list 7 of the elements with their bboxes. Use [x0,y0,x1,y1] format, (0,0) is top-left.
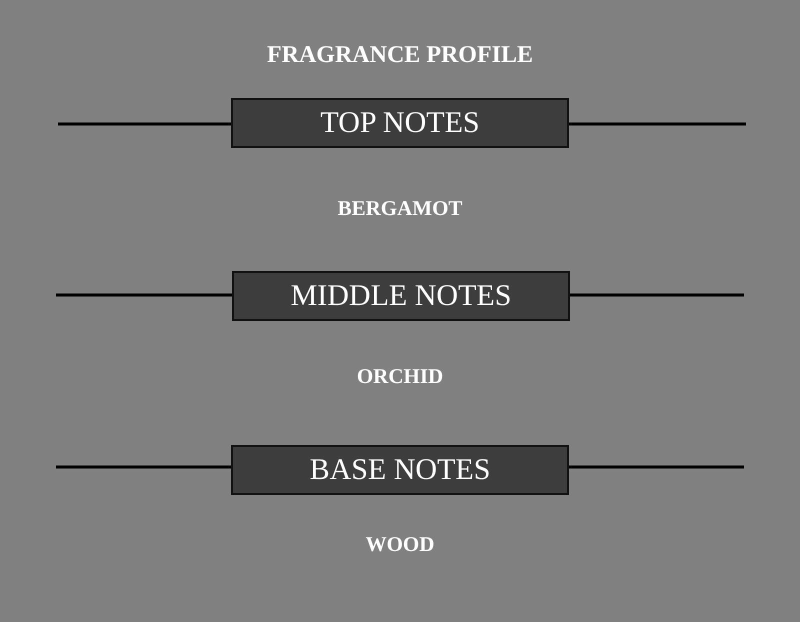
note-label: WOOD [366,532,434,557]
note-label: ORCHID [356,364,444,389]
section-heading-box: BASE NOTES [231,445,569,495]
section-heading-box: MIDDLE NOTES [232,271,570,321]
note-label: BERGAMOT [338,196,462,221]
title: FRAGRANCE PROFILE [266,42,534,69]
section-heading-box: TOP NOTES [231,98,569,148]
